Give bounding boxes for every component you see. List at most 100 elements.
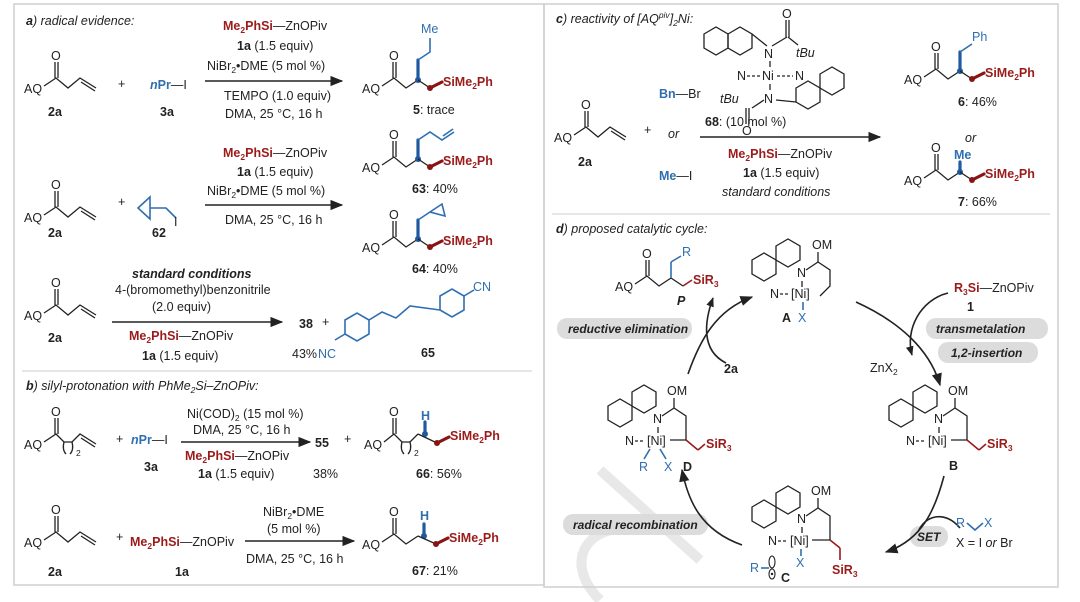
svg-text:H: H — [420, 509, 429, 523]
panel-c: c) reactivity of [AQpiv]2Ni: AQ O 2a + B… — [554, 7, 1035, 209]
svg-text:Me2PhSi—ZnOPiv: Me2PhSi—ZnOPiv — [129, 329, 234, 345]
reaction-a1: AQ O 2a + nPr—I 3a Me2PhSi—ZnOPiv 1a (1.… — [24, 19, 493, 121]
condition-solvent: DMA, 25 °C, 16 h — [225, 107, 322, 121]
svg-text:standard conditions: standard conditions — [722, 185, 830, 199]
product-7: AQ O Me SiMe2Ph 7: 66% — [904, 141, 1035, 209]
svg-text:SiMe2Ph: SiMe2Ph — [985, 66, 1035, 82]
svg-text:[Ni]: [Ni] — [647, 434, 666, 448]
svg-text:N: N — [764, 47, 773, 61]
svg-text:DMA, 25 °C, 16 h: DMA, 25 °C, 16 h — [225, 213, 322, 227]
step-radical-recombination: radical recombination — [563, 514, 708, 535]
panel-b: b) silyl-protonation with PhMe2Si–ZnOPiv… — [24, 379, 500, 579]
product-67: AQ O H SiMe2Ph 67: 21% — [362, 505, 499, 578]
svg-text:AQ: AQ — [362, 161, 380, 175]
svg-text:65: 65 — [421, 346, 435, 360]
svg-text:Me—I: Me—I — [659, 169, 692, 183]
svg-text:SiMe2Ph: SiMe2Ph — [985, 167, 1035, 183]
svg-text:DMA, 25 °C, 16 h: DMA, 25 °C, 16 h — [193, 423, 290, 437]
svg-text:AQ: AQ — [362, 241, 380, 255]
svg-text:2a: 2a — [578, 155, 593, 169]
svg-text:(2.0 equiv): (2.0 equiv) — [152, 300, 211, 314]
svg-text:O: O — [931, 141, 941, 155]
complex-D: N N [Ni] OM SiR3 R X D — [607, 384, 732, 474]
cycle-arrow-d-to-a — [687, 296, 754, 375]
svg-text:OM: OM — [811, 484, 831, 498]
panel-c-label: c) reactivity of [AQpiv]2Ni: — [556, 10, 693, 28]
cycle-arrow-to-p — [705, 297, 727, 364]
svg-text:SiR3: SiR3 — [706, 437, 732, 453]
panel-d: d) proposed catalytic cycle: AQ O R SiR3… — [556, 222, 1048, 585]
svg-text:1a (1.5 equiv): 1a (1.5 equiv) — [743, 166, 819, 180]
svg-text:+: + — [118, 195, 125, 209]
svg-text:AQ: AQ — [24, 438, 42, 452]
aq-label: AQ — [24, 82, 42, 96]
svg-text:1: 1 — [967, 300, 974, 314]
svg-text:[Ni]: [Ni] — [928, 434, 947, 448]
svg-text:H: H — [421, 409, 430, 423]
svg-text:D: D — [683, 460, 692, 474]
reaction-a3: AQ O 2a standard conditions 4-(bromometh… — [24, 267, 491, 363]
svg-text:O: O — [51, 276, 61, 290]
svg-text:4-(bromomethyl)benzonitrile: 4-(bromomethyl)benzonitrile — [115, 283, 271, 297]
svg-text:O: O — [642, 247, 652, 261]
svg-text:Ni(COD)2 (15 mol %): Ni(COD)2 (15 mol %) — [187, 407, 304, 423]
svg-text:O: O — [931, 40, 941, 54]
svg-text:OM: OM — [812, 238, 832, 252]
svg-text:X: X — [796, 556, 805, 570]
plus-sign: + — [118, 77, 125, 91]
product-P: AQ O R SiR3 P — [615, 245, 719, 308]
svg-text:SiR3: SiR3 — [832, 563, 858, 579]
step-reductive-elimination: reductive elimination — [557, 318, 692, 339]
svg-text:N: N — [797, 266, 806, 280]
svg-text:O: O — [389, 505, 399, 519]
substrate-2a: AQ O 2a — [24, 49, 97, 119]
svg-text:O: O — [51, 49, 61, 63]
svg-text:66: 56%: 66: 56% — [416, 467, 462, 481]
svg-text:AQ: AQ — [362, 538, 380, 552]
step-transmetalation: transmetalation — [926, 318, 1048, 339]
svg-text:+: + — [344, 432, 351, 446]
reaction-a2: AQ O 2a + I 62 Me2PhSi—ZnOPiv 1a (1.5 eq… — [24, 128, 493, 276]
svg-text:Ph: Ph — [972, 30, 987, 44]
svg-text:N: N — [795, 69, 804, 83]
svg-text:5: trace: 5: trace — [413, 103, 455, 117]
svg-text:+: + — [644, 123, 651, 137]
complex-B: N N [Ni] OM SiR3 B — [888, 384, 1013, 473]
svg-text:NiBr2•DME (5 mol %): NiBr2•DME (5 mol %) — [207, 184, 325, 200]
svg-text:O: O — [389, 208, 399, 222]
svg-text:N: N — [768, 534, 777, 548]
svg-text:AQ: AQ — [615, 280, 633, 294]
svg-text:P: P — [677, 294, 686, 308]
panel-a: a) radical evidence: AQ O 2a + nPr—I 3a … — [24, 14, 493, 363]
svg-text:6: 46%: 6: 46% — [958, 95, 997, 109]
svg-text:+: + — [116, 432, 123, 446]
panel-b-label: b) silyl-protonation with PhMe2Si–ZnOPiv… — [26, 379, 259, 395]
svg-text:Me2PhSi—ZnOPiv: Me2PhSi—ZnOPiv — [223, 146, 328, 162]
svg-text:Me2PhSi—ZnOPiv: Me2PhSi—ZnOPiv — [728, 147, 833, 163]
svg-text:63: 40%: 63: 40% — [412, 182, 458, 196]
svg-text:68: (10 mol %): 68: (10 mol %) — [705, 115, 786, 129]
dimer-65: NC CN 65 — [318, 280, 491, 361]
svg-text:Me2PhSi—ZnOPiv: Me2PhSi—ZnOPiv — [185, 449, 290, 465]
svg-text:64: 40%: 64: 40% — [412, 262, 458, 276]
svg-text:43%: 43% — [292, 347, 317, 361]
product-66: AQ O 2 H SiMe2Ph 66: 56% — [364, 405, 500, 481]
svg-text:tBu: tBu — [796, 46, 815, 60]
svg-text:AQ: AQ — [24, 211, 42, 225]
svg-text:SiMe2Ph: SiMe2Ph — [449, 531, 499, 547]
svg-text:SET: SET — [917, 530, 942, 544]
svg-text:AQ: AQ — [24, 309, 42, 323]
product-63: AQ O SiMe2Ph 63: 40% — [362, 128, 493, 196]
reaction-b1: AQ O 2 + nPr—I 3a Ni(COD)2 (15 mol %) DM… — [24, 405, 500, 481]
svg-text:CN: CN — [473, 280, 491, 294]
svg-text:R: R — [639, 460, 648, 474]
svg-text:38%: 38% — [313, 467, 338, 481]
svg-text:SiR3: SiR3 — [987, 437, 1013, 453]
svg-text:O: O — [389, 49, 399, 63]
svg-text:[Ni]: [Ni] — [790, 534, 809, 548]
cycle-arrow-set — [917, 516, 961, 533]
svg-text:2a: 2a — [48, 565, 63, 579]
complex-A: N N [Ni] OM X A — [751, 238, 832, 325]
standard-conditions-label: standard conditions — [132, 267, 252, 281]
